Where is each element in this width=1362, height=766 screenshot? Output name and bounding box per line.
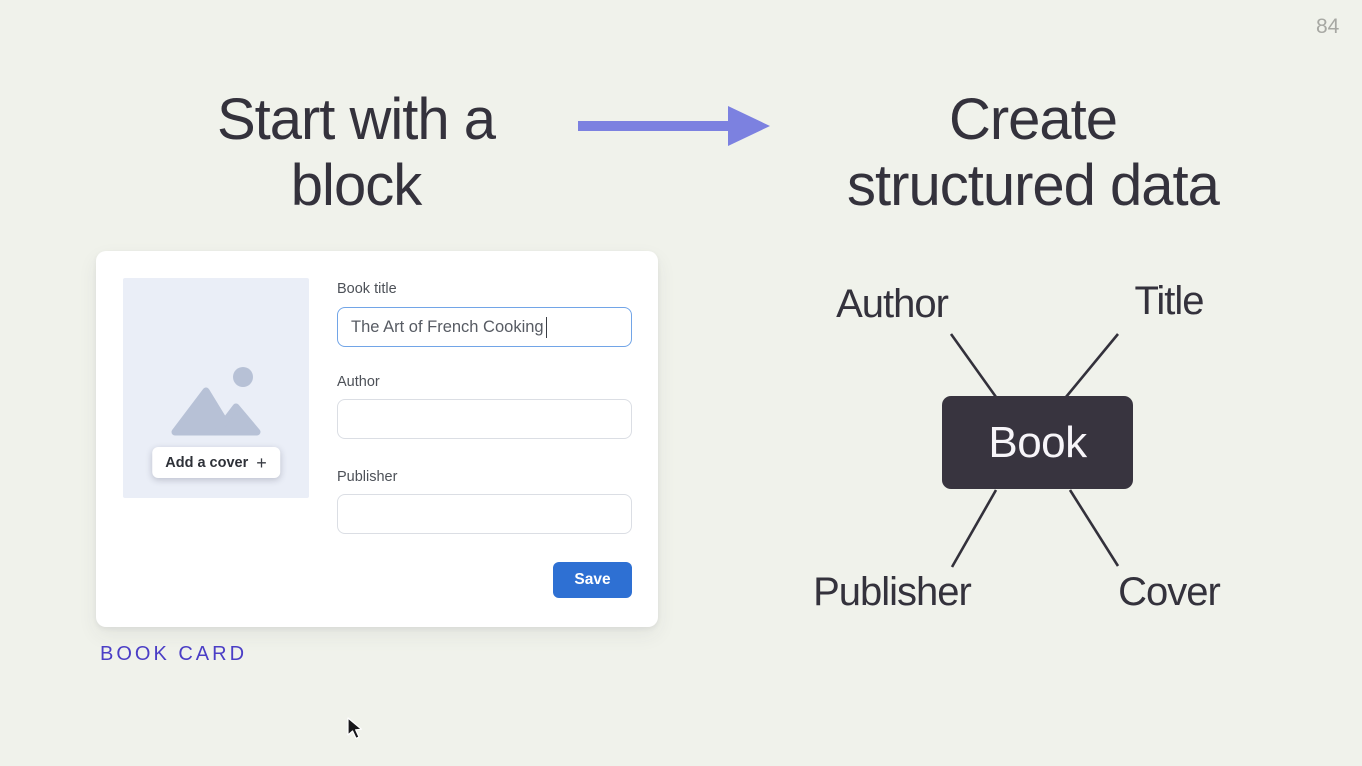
cover-placeholder: Add a cover + [123, 278, 309, 498]
heading-right-line1: Create [948, 87, 1118, 152]
arrow-right-icon [578, 106, 770, 146]
book-title-label: Book title [337, 281, 397, 297]
heading-create-structured-data: Create structured data [798, 87, 1268, 219]
book-title-value: The Art of French Cooking [351, 317, 544, 336]
heading-start-with-a-block: Start with a block [121, 87, 591, 219]
diagram-connector-lines [949, 333, 1120, 568]
text-caret [545, 316, 548, 338]
diagram-book-node: Book [942, 396, 1133, 489]
diagram-node-publisher: Publisher [813, 570, 972, 614]
book-title-input[interactable]: The Art of French Cooking [337, 307, 632, 347]
book-card: Add a cover + Book title The Art of Fren… [96, 251, 658, 739]
plus-icon: + [256, 452, 267, 473]
heading-left-line2: block [290, 153, 422, 218]
diagram-node-cover: Cover [1118, 570, 1221, 614]
book-node-label: Book [988, 417, 1087, 467]
heading-left-line1: Start with a [216, 87, 496, 152]
add-cover-label: Add a cover [165, 454, 249, 471]
author-input[interactable] [337, 399, 632, 439]
add-cover-button[interactable]: Add a cover + [152, 447, 280, 478]
heading-right-line2: structured data [847, 153, 1220, 218]
diagram-node-author: Author [836, 282, 949, 326]
author-label: Author [337, 374, 380, 390]
mouse-cursor-icon [347, 717, 362, 739]
page-number: 84 [1316, 15, 1340, 38]
image-placeholder-icon [171, 367, 261, 436]
save-button[interactable]: Save [553, 562, 632, 598]
diagram-node-title: Title [1134, 279, 1204, 323]
publisher-label: Publisher [337, 469, 398, 485]
book-card-caption: BOOK CARD [100, 643, 248, 665]
publisher-input[interactable] [337, 494, 632, 534]
